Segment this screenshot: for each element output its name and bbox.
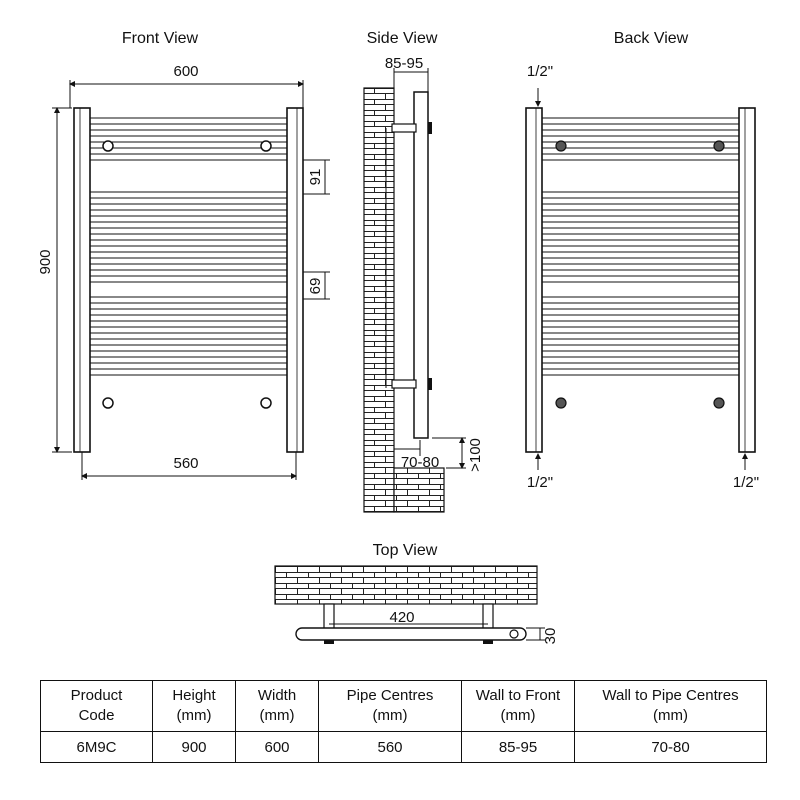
- header-height: Height(mm): [152, 680, 236, 732]
- back-bracket: [713, 397, 725, 409]
- header-pipe-centres: Pipe Centres(mm): [318, 680, 462, 732]
- cell-wall-to-pipe-centres: 70-80: [574, 731, 767, 763]
- back-right-rail: [738, 107, 756, 453]
- cell-pipe-centres: 560: [318, 731, 462, 763]
- front-view: Front View 600 900 91 69: [37, 30, 330, 480]
- top-depth-dimension: 30: [542, 628, 559, 645]
- top-view-title: Top View: [373, 542, 438, 559]
- top-connection-label: 1/2": [527, 63, 553, 80]
- cell-width: 600: [235, 731, 319, 763]
- pipe-centres-dimension: 560: [173, 455, 198, 472]
- back-bracket: [555, 397, 567, 409]
- back-left-rail: [525, 107, 543, 453]
- right-rail: [286, 107, 304, 453]
- header-width: Width(mm): [235, 680, 319, 732]
- back-bracket: [713, 140, 725, 152]
- back-view-title: Back View: [614, 30, 689, 47]
- bracket-circle: [102, 140, 114, 152]
- spec-data-row: 6M9C 900 600 560 85-95 70-80: [40, 731, 767, 763]
- radiator-side-profile: [413, 91, 429, 439]
- bracket-circle: [260, 397, 272, 409]
- bracket-circle: [102, 397, 114, 409]
- front-width-dimension: 600: [173, 63, 198, 80]
- side-view: Side View 85-95 70-80 >100: [363, 30, 484, 513]
- spacing-lower-dimension: 69: [307, 278, 324, 295]
- wall-brick: [363, 87, 395, 513]
- top-valve: [509, 629, 519, 639]
- bottom-right-connection-label: 1/2": [733, 474, 759, 491]
- side-bracket-top: [391, 123, 417, 133]
- back-bracket: [555, 140, 567, 152]
- floor-brick: [393, 467, 445, 513]
- wall-to-front-dimension: 85-95: [385, 55, 423, 72]
- bottom-left-connection-label: 1/2": [527, 474, 553, 491]
- top-view: Top View 420 30: [274, 542, 559, 645]
- cell-product-code: 6M9C: [40, 731, 153, 763]
- side-cap: [428, 378, 432, 390]
- top-wall-brick: [274, 565, 538, 605]
- side-view-title: Side View: [367, 30, 438, 47]
- front-horizontal-bars: [90, 117, 287, 376]
- top-bracket-left: [323, 603, 335, 631]
- cell-height: 900: [152, 731, 236, 763]
- back-view: Back View 1/2" 1/2" 1/2": [525, 30, 759, 491]
- floor-clearance-dimension: >100: [467, 438, 484, 472]
- top-bracket-right: [482, 603, 494, 631]
- side-bracket-bottom: [391, 379, 417, 389]
- left-rail: [73, 107, 91, 453]
- top-rail: [295, 627, 527, 641]
- bracket-span-dimension: 420: [389, 609, 414, 626]
- front-view-title: Front View: [122, 30, 199, 47]
- spacing-upper-dimension: 91: [307, 169, 324, 186]
- bracket-circle: [260, 140, 272, 152]
- back-horizontal-bars: [542, 117, 739, 376]
- header-wall-to-pipe-centres: Wall to Pipe Centres(mm): [574, 680, 767, 732]
- header-wall-to-front: Wall to Front(mm): [461, 680, 575, 732]
- front-height-dimension: 900: [37, 249, 54, 274]
- cell-wall-to-front: 85-95: [461, 731, 575, 763]
- side-cap: [428, 122, 432, 134]
- wall-to-pipe-dimension: 70-80: [401, 454, 439, 471]
